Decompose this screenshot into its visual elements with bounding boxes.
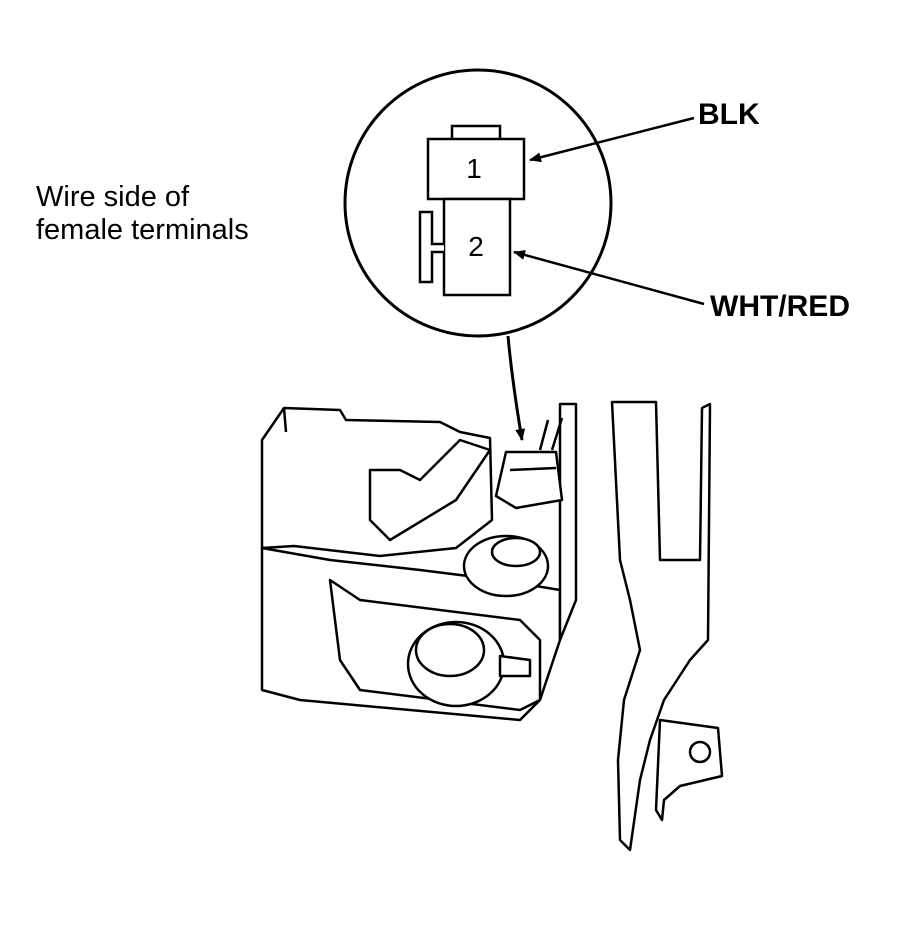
dash-pillar [610, 400, 712, 852]
dashboard-illustration [260, 400, 724, 852]
wire-label-wht-red: WHT/RED [710, 290, 850, 323]
wht-red-leader-arrow [513, 250, 705, 306]
connector-wire-2 [550, 417, 564, 451]
housing-flap [368, 438, 492, 542]
connector-magnifier: 1 2 [343, 68, 613, 338]
wire-label-blk: BLK [698, 98, 760, 131]
panel-connector [494, 450, 564, 510]
side-lock-tab [418, 210, 444, 284]
front-knob-face [414, 622, 486, 678]
housing-edge [282, 407, 288, 433]
terminal-1-number: 1 [466, 153, 482, 184]
connector-detail [509, 466, 557, 472]
connector-location-arrow [506, 335, 526, 441]
callout-line-2: female terminals [36, 214, 249, 246]
callout-line-1: Wire side of [36, 181, 190, 213]
terminal-2-number: 2 [468, 231, 484, 262]
blk-leader-arrow [529, 116, 695, 163]
rear-panel [558, 402, 578, 642]
callout-wire-side: Wire side of female terminals [36, 181, 249, 247]
bracket-hole [688, 740, 712, 764]
rear-knob-cap [490, 536, 542, 568]
mounting-bracket [654, 718, 724, 822]
knob-tab [498, 654, 532, 678]
connector-wire-1 [538, 419, 550, 451]
